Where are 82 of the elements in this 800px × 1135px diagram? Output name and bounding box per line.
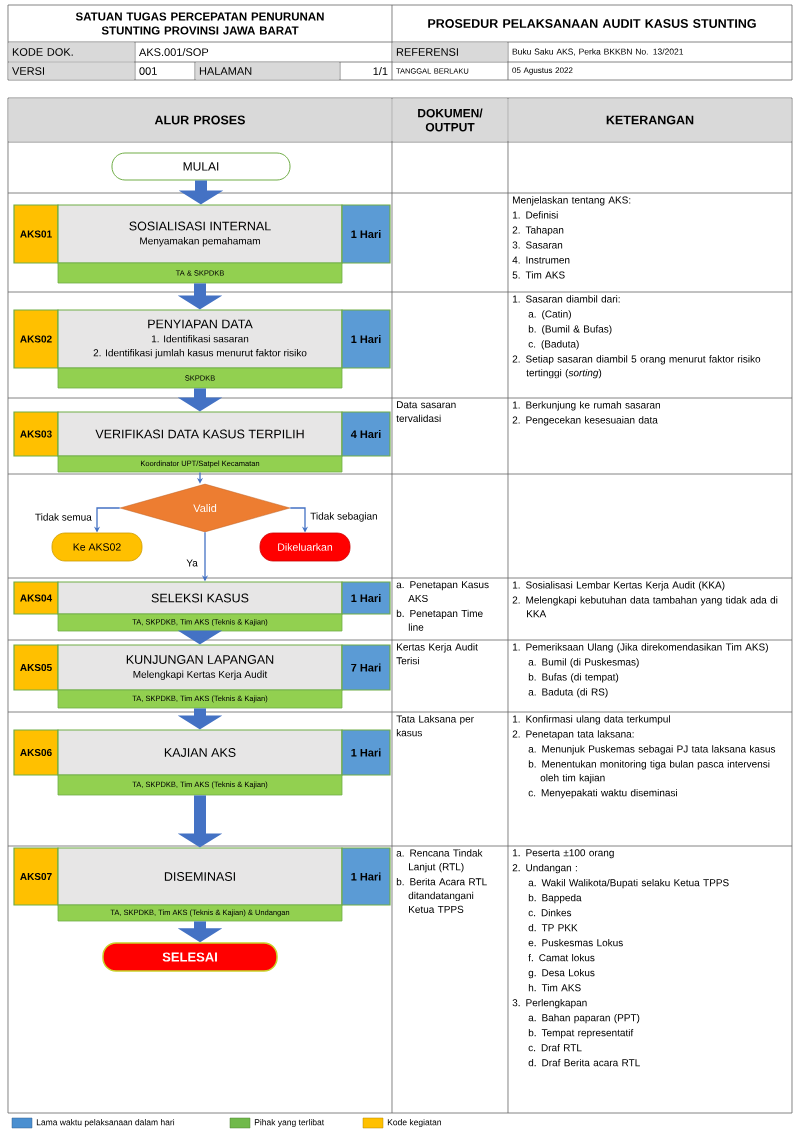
- duration-box: 1 Hari: [341, 581, 391, 615]
- duration-box: 7 Hari: [341, 644, 391, 691]
- list-item: 2. Pengecekan kesesuaian data: [512, 416, 658, 426]
- field-value: 05 Agustus 2022: [512, 67, 573, 75]
- list-item: h. Tim AKS: [528, 983, 581, 992]
- list-item: a. Menunjuk Puskemas sebagai PJ tata laksana kasus: [528, 745, 776, 755]
- list-item: 1. Pemeriksaan Ulang (Jika direkomendasikan Tim AKS): [512, 643, 768, 653]
- list-item: 2. Undangan :: [512, 863, 577, 874]
- list-item: 1. Sosialisasi Lembar Kertas Kerja Audit (KKA): [512, 581, 725, 591]
- activity-code-box: AKS04: [13, 581, 59, 615]
- list-item: 2. Penetapan tata laksana:: [512, 730, 634, 740]
- list-item: a. (Catin): [528, 310, 571, 320]
- organization-name: SATUAN TUGAS PERCEPATAN PENURUNAN STUNTING PROVINSI JAWA BARAT: [75, 12, 324, 35]
- process-box: SELEKSI KASUS: [57, 581, 343, 615]
- process-box: PENYIAPAN DATA 1. Identifikasi sasaran 2. Identifikasi jumlah kasus menurut faktor risiko: [57, 309, 343, 369]
- legend-text: Kode kegiatan: [387, 1119, 441, 1127]
- list-item: 4. Instrumen: [512, 256, 570, 264]
- list-item: g. Desa Lokus: [528, 968, 595, 979]
- duration-box: 1 Hari: [341, 847, 391, 906]
- list-item: b. Penetapan Time line: [396, 609, 483, 631]
- list-item: b. Berita Acara RTL ditandatangani Ketua TPPS: [396, 878, 487, 913]
- document-title: PROSEDUR PELAKSANAAN AUDIT KASUS STUNTING: [428, 19, 756, 28]
- activity-code-box: AKS06: [13, 729, 59, 776]
- field-value: 1/1: [373, 66, 388, 76]
- list-item: 1. Berkunjung ke rumah sasaran: [512, 401, 660, 411]
- process-box: SOSIALISASI INTERNAL Menyamakan pemahamam: [57, 204, 343, 264]
- list-item: a. Bumil (di Puskesmas): [528, 658, 639, 668]
- list-item: c. Draf RTL: [528, 1043, 582, 1052]
- field-value: AKS.001/SOP: [139, 47, 209, 57]
- list-item: c. (Baduta): [528, 340, 579, 350]
- list-item: c. Dinkes: [528, 908, 572, 917]
- field-value: 001: [139, 67, 157, 75]
- outcome-box: Ke AKS02: [51, 532, 143, 562]
- process-box: KUNJUNGAN LAPANGAN Melengkapi Kertas Kerja Audit: [57, 644, 343, 691]
- activity-code-box: AKS03: [13, 411, 59, 457]
- process-box: DISEMINASI: [57, 847, 343, 906]
- activity-code-box: AKS05: [13, 644, 59, 691]
- process-box: KAJIAN AKS: [57, 729, 343, 776]
- list-item: 1. Sasaran diambil dari:: [512, 295, 620, 303]
- note-text: Data sasaran tervalidasi: [396, 401, 456, 422]
- list-item: 3. Perlengkapan: [512, 998, 587, 1009]
- list-item: a. Wakil Walikota/Bupati selaku Ketua TPPS: [528, 878, 729, 889]
- list-item: 3. Sasaran: [512, 241, 563, 249]
- edge-label: Ya: [185, 558, 199, 568]
- edge-label: Tidak sebagian: [309, 511, 379, 523]
- list-item: b. Bappeda: [528, 893, 582, 904]
- duration-box: 1 Hari: [341, 309, 391, 369]
- note-text: Kertas Kerja Audit Terisi: [396, 643, 478, 665]
- list-item: a. Baduta (di RS): [528, 688, 608, 698]
- list-item: 1. Peserta ±100 orang: [512, 849, 614, 859]
- list-item: 2. Setiap sasaran diambil 5 orang menurut faktor risiko tertinggi (sorting): [512, 355, 761, 379]
- list-item: d. Draf Berita acara RTL: [528, 1058, 640, 1067]
- list-item: 1. Definisi: [512, 211, 558, 219]
- list-item: 2. Melengkapi kebutuhan data tambahan yang tidak ada di KKA: [512, 596, 778, 618]
- list-item: e. Puskesmas Lokus: [528, 938, 623, 947]
- list-item: 2. Tahapan: [512, 226, 564, 236]
- list-item: b. Bufas (di tempat): [528, 673, 619, 683]
- list-item: 5. Tim AKS: [512, 271, 565, 279]
- list-item: a. Bahan paparan (PPT): [528, 1013, 640, 1024]
- edge-label: Tidak semua: [33, 512, 93, 522]
- activity-code-box: AKS02: [13, 309, 59, 369]
- legend-text: Lama waktu pelaksanaan dalam hari: [36, 1119, 175, 1127]
- note-text: Menjelaskan tentang AKS:: [513, 196, 631, 206]
- end-terminal: SELESAI: [102, 942, 278, 972]
- list-item: f. Camat lokus: [528, 953, 595, 962]
- outcome-box: Dikeluarkan: [259, 532, 351, 562]
- legend-text: Pihak yang terlibat: [254, 1119, 325, 1127]
- list-item: c. Menyepakati waktu diseminasi: [528, 789, 677, 799]
- column-header: DOKUMEN/ OUTPUT: [392, 98, 508, 142]
- field-value: Buku Saku AKS, Perka BKKBN No. 13/2021: [512, 48, 684, 56]
- duration-box: 1 Hari: [341, 204, 391, 264]
- list-item: b. (Bumil & Bufas): [528, 325, 612, 335]
- activity-code-box: AKS01: [13, 204, 59, 264]
- note-text: Tata Laksana per kasus: [396, 715, 474, 737]
- list-item: d. TP PKK: [528, 923, 578, 932]
- activity-code-box: AKS07: [13, 847, 59, 906]
- duration-box: 4 Hari: [341, 411, 391, 457]
- start-terminal: MULAI: [111, 152, 291, 181]
- list-item: 1. Konfirmasi ulang data terkumpul: [512, 715, 670, 725]
- process-box: VERIFIKASI DATA KASUS TERPILIH: [57, 411, 343, 457]
- duration-box: 1 Hari: [341, 729, 391, 776]
- list-item: b. Tempat representatif: [528, 1028, 634, 1039]
